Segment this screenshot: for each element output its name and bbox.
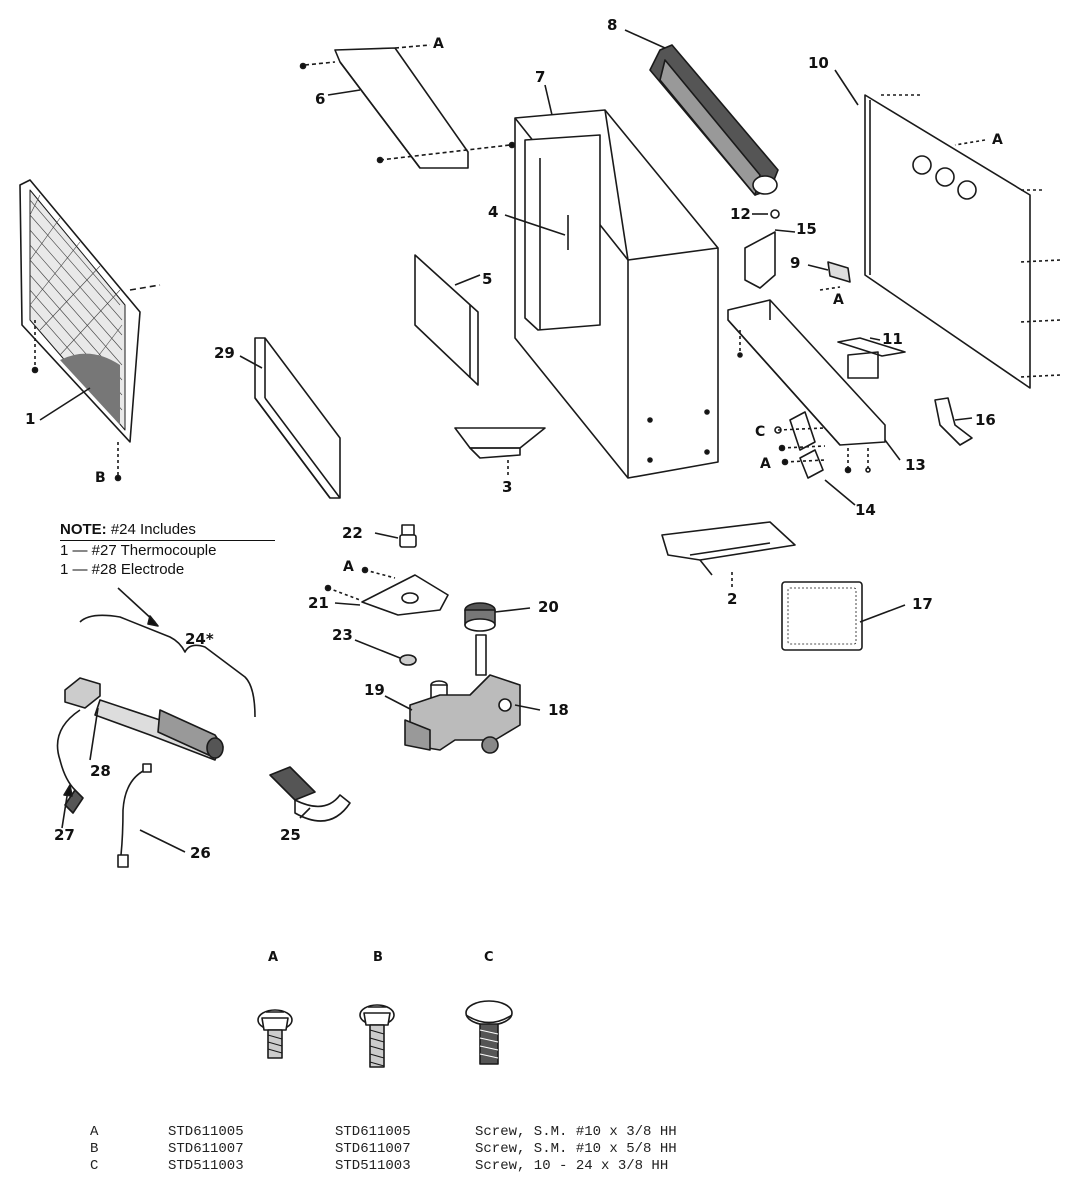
part-26-lead [117, 763, 186, 868]
part-27-leader [61, 784, 73, 829]
label-part-11: 11 [882, 330, 903, 348]
label-part-19: 19 [364, 681, 385, 699]
row-key: A [90, 1124, 99, 1140]
label-part-10: 10 [808, 54, 829, 72]
label-part-27: 27 [54, 826, 75, 844]
row-alt-part-no: STD611005 [335, 1124, 411, 1140]
label-part-24: 24* [185, 630, 214, 648]
note-heading-bold: NOTE: [60, 521, 107, 538]
part-3-tray [454, 427, 546, 475]
part-17-gasket [781, 581, 906, 651]
callout-a-back-panel: A [992, 132, 1003, 148]
fastener-header-a: A [268, 950, 279, 965]
label-part-23: 23 [332, 626, 353, 644]
row-key: B [90, 1141, 99, 1157]
part-8-burner [624, 29, 779, 196]
row-alt-part-no: STD611007 [335, 1141, 411, 1157]
row-part-no: STD611007 [168, 1141, 244, 1157]
row-part-no: STD611005 [168, 1124, 244, 1140]
row-part-no: STD511003 [168, 1158, 244, 1174]
part-6-top-rail [299, 44, 516, 169]
callout-b-grille: B [95, 470, 106, 486]
callout-c-channel: C [755, 424, 766, 440]
part-14-clips [774, 411, 856, 506]
note-heading: NOTE: #24 Includes [60, 520, 275, 541]
part-2-tray [661, 521, 796, 588]
label-part-26: 26 [190, 844, 211, 862]
label-part-16: 16 [975, 411, 996, 429]
label-part-2: 2 [727, 590, 738, 608]
part-20-knob [464, 602, 531, 632]
fastener-c-drawing [465, 1000, 513, 1065]
label-part-29: 29 [214, 344, 235, 362]
part-16-bracket [934, 397, 973, 446]
label-part-22: 22 [342, 524, 363, 542]
part-12 [752, 209, 780, 219]
label-part-21: 21 [308, 594, 329, 612]
label-part-9: 9 [790, 254, 801, 272]
part-25-tube [269, 766, 351, 822]
part-4-leader [504, 214, 569, 250]
callout-a-channel: A [760, 456, 771, 472]
label-part-17: 17 [912, 595, 933, 613]
label-part-12: 12 [730, 205, 751, 223]
part-10-back-panel [834, 69, 1061, 389]
note-heading-text: #24 Includes [106, 521, 196, 538]
fastener-header-c: C [484, 950, 494, 965]
note-line-1: 1 — #27 Thermocouple [60, 542, 217, 559]
label-part-1: 1 [25, 410, 36, 428]
label-part-18: 18 [548, 701, 569, 719]
label-part-4: 4 [488, 203, 499, 221]
part-13-channel [727, 299, 901, 474]
label-part-14: 14 [855, 501, 876, 519]
label-part-8: 8 [607, 16, 618, 34]
note-box: NOTE: #24 Includes 1 — #27 Thermocouple … [60, 520, 275, 579]
label-part-7: 7 [535, 68, 546, 86]
callout-a-clip: A [833, 292, 844, 308]
part-21-bracket [324, 566, 449, 616]
label-part-25: 25 [280, 826, 301, 844]
part-23-nut [354, 639, 417, 666]
label-part-5: 5 [482, 270, 493, 288]
callout-a-top-rail: A [433, 36, 444, 52]
label-part-20: 20 [538, 598, 559, 616]
fastener-a-drawing [257, 1009, 293, 1059]
fastener-b-drawing [359, 1004, 395, 1068]
part-9-clip [807, 261, 851, 291]
row-description: Screw, S.M. #10 x 5/8 HH [475, 1141, 677, 1157]
row-description: Screw, 10 - 24 x 3/8 HH [475, 1158, 669, 1174]
part-18-19-gas-valve [384, 634, 541, 754]
fastener-header-b: B [373, 950, 383, 965]
note-line-2: 1 — #28 Electrode [60, 561, 185, 578]
row-description: Screw, S.M. #10 x 3/8 HH [475, 1124, 677, 1140]
part-24-pilot-assembly [56, 677, 224, 814]
part-15-bracket [744, 229, 796, 289]
part-5-panel [414, 254, 481, 386]
label-part-3: 3 [502, 478, 513, 496]
row-alt-part-no: STD511003 [335, 1158, 411, 1174]
part-11-shield [837, 337, 906, 379]
part-7-cabinet [514, 84, 719, 479]
part-24-brace [79, 587, 256, 718]
part-29-bracket [239, 337, 341, 499]
row-key: C [90, 1158, 99, 1174]
part-22-fitting [374, 524, 417, 548]
label-part-6: 6 [315, 90, 326, 108]
label-part-15: 15 [796, 220, 817, 238]
callout-a-bracket: A [343, 559, 354, 575]
label-part-13: 13 [905, 456, 926, 474]
label-part-28: 28 [90, 762, 111, 780]
part-1-grille [19, 179, 161, 482]
